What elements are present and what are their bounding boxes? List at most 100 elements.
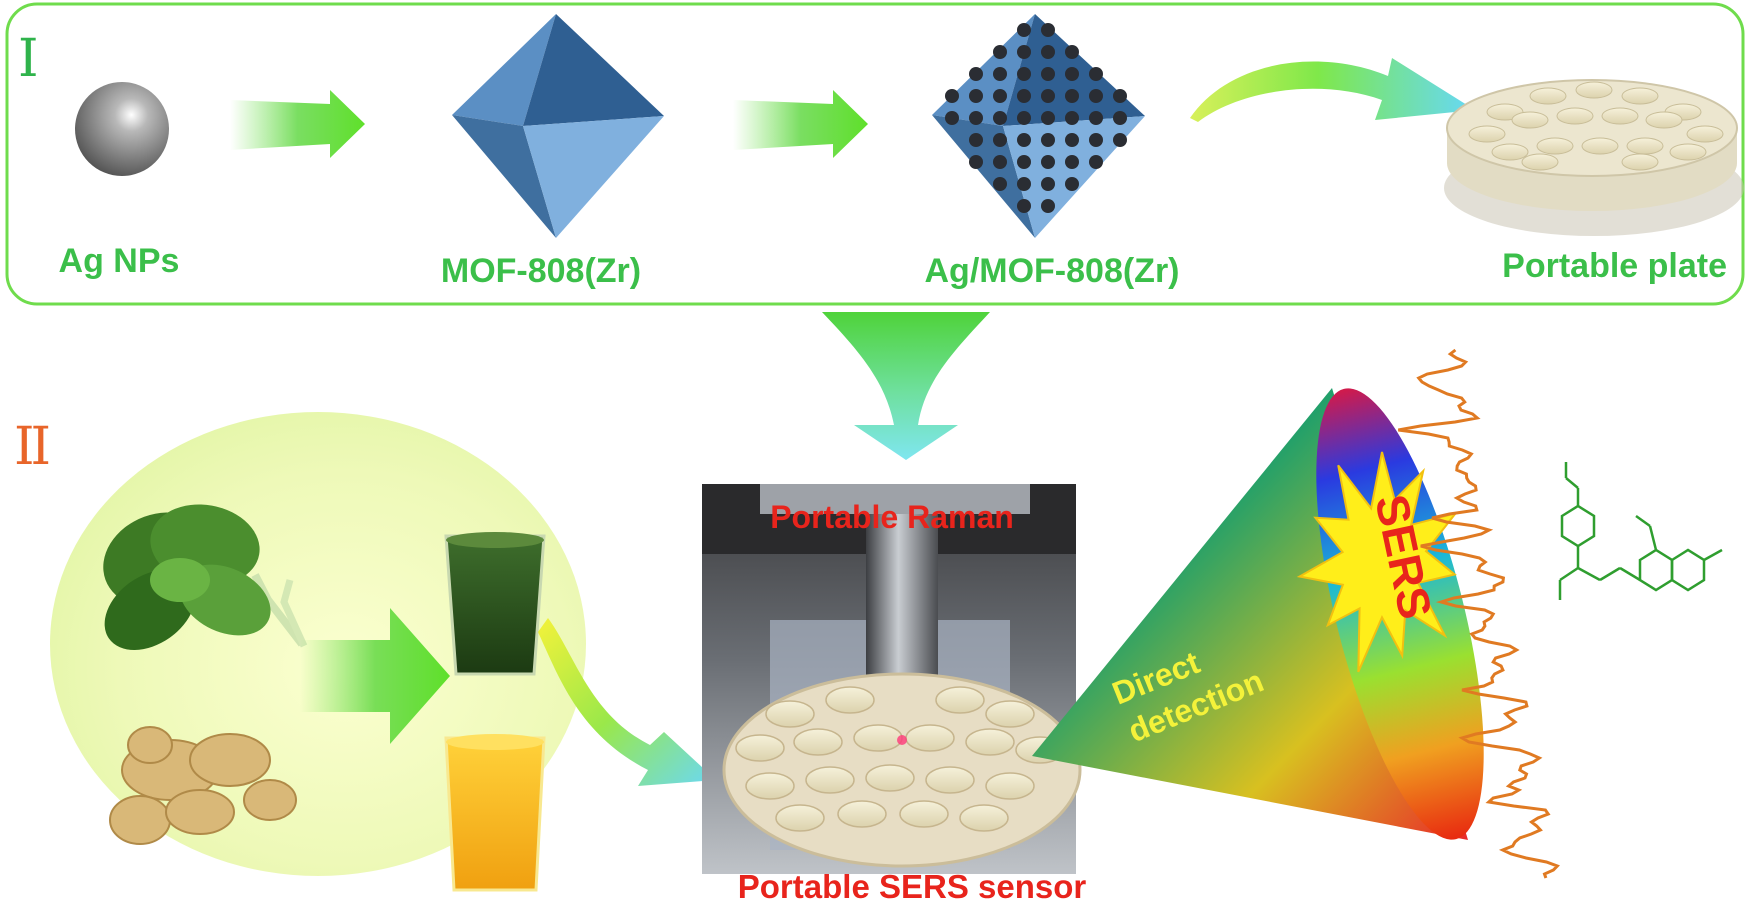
arrow-food-to-juice — [300, 608, 450, 744]
sensor-well — [965, 728, 1015, 756]
sensor-well — [793, 728, 843, 756]
silver-particle — [993, 67, 1007, 81]
plate-well — [1621, 153, 1659, 171]
silver-particle — [1065, 111, 1079, 125]
plate-well — [1529, 87, 1567, 105]
raman-spectrum — [1398, 348, 1560, 879]
portable-sers-sensor-label: Portable SERS sensor — [738, 868, 1087, 904]
sensor-well — [935, 686, 985, 714]
green-juice-glass — [444, 532, 546, 676]
composite-label: Ag/MOF-808(Zr) — [925, 252, 1180, 290]
sensor-well — [985, 772, 1035, 800]
silver-particle — [1065, 155, 1079, 169]
plate-well — [1468, 125, 1506, 143]
sensor-well — [825, 686, 875, 714]
ag-nanoparticle-sphere — [75, 82, 169, 176]
mof-label: MOF-808(Zr) — [441, 252, 641, 290]
curved-arrow-to-plate — [1190, 58, 1475, 122]
panel-one-numeral: I — [18, 29, 39, 89]
silver-particle — [1017, 133, 1031, 147]
silver-particle — [1041, 89, 1055, 103]
spinach-image — [103, 504, 308, 650]
sensor-well — [745, 772, 795, 800]
silver-particle — [969, 155, 983, 169]
silver-particle — [1041, 23, 1055, 37]
silver-particle — [1113, 111, 1127, 125]
silver-particle — [1017, 45, 1031, 59]
plate-label: Portable plate — [1502, 247, 1727, 285]
silver-particle — [1017, 177, 1031, 191]
silver-particle — [1065, 67, 1079, 81]
portable-raman-photo — [702, 484, 1082, 874]
silver-particle — [993, 177, 1007, 191]
plate-well — [1601, 107, 1639, 125]
curved-arrow-juice-to-sensor — [538, 618, 716, 786]
plate-well — [1575, 81, 1613, 99]
sensor-well — [985, 700, 1035, 728]
silver-particle — [1017, 111, 1031, 125]
sensor-well — [925, 766, 975, 794]
silver-particle — [1017, 199, 1031, 213]
silver-particle — [1041, 177, 1055, 191]
silver-particle — [993, 45, 1007, 59]
silver-particle — [945, 89, 959, 103]
sers-cone — [1032, 388, 1484, 840]
ginger-image — [109, 726, 297, 845]
silver-particle — [969, 111, 983, 125]
silver-particle — [1089, 155, 1103, 169]
silver-particle — [1113, 89, 1127, 103]
silver-particle — [1017, 89, 1031, 103]
silver-particle — [993, 89, 1007, 103]
silver-particle — [969, 133, 983, 147]
plate-well — [1581, 137, 1619, 155]
orange-juice-glass — [444, 734, 546, 892]
ag-nps-label: Ag NPs — [59, 242, 180, 280]
arrow-mof-to-composite — [733, 90, 868, 158]
sensor-well — [899, 800, 949, 828]
silver-particle — [1041, 67, 1055, 81]
plate-well — [1686, 125, 1724, 143]
silver-particle — [1089, 67, 1103, 81]
plate-well — [1645, 111, 1683, 129]
down-arrow-to-sensor — [822, 312, 990, 460]
sensor-well — [765, 700, 815, 728]
silver-particle — [1065, 45, 1079, 59]
sensor-well — [775, 804, 825, 832]
silver-particle — [1041, 111, 1055, 125]
silver-particle — [1065, 177, 1079, 191]
sensor-well — [853, 724, 903, 752]
sensor-well — [959, 804, 1009, 832]
silver-particle — [1065, 89, 1079, 103]
silver-particle — [945, 111, 959, 125]
plate-well — [1511, 111, 1549, 129]
silver-particle — [1065, 133, 1079, 147]
silver-particle — [1113, 133, 1127, 147]
ag-mof-octahedron — [932, 14, 1145, 238]
silver-particle — [1089, 111, 1103, 125]
sensor-well — [837, 800, 887, 828]
silver-particle — [993, 133, 1007, 147]
silver-particle — [969, 89, 983, 103]
silver-particle — [969, 67, 983, 81]
plate-well — [1536, 137, 1574, 155]
panel-two-numeral: II — [14, 417, 49, 477]
portable-raman-label: Portable Raman — [770, 499, 1014, 535]
silver-particle — [1041, 133, 1055, 147]
sensor-well — [865, 764, 915, 792]
silver-particle — [1017, 155, 1031, 169]
silver-particle — [993, 111, 1007, 125]
plate-well — [1621, 87, 1659, 105]
sensor-well — [735, 734, 785, 762]
silver-particle — [1041, 199, 1055, 213]
mof-octahedron — [452, 14, 664, 238]
plate-well — [1491, 143, 1529, 161]
analyte-molecule — [1558, 462, 1723, 600]
silver-particle — [1089, 133, 1103, 147]
silver-particle — [1041, 155, 1055, 169]
panel-one-frame — [5, 2, 1745, 306]
sensor-well — [805, 766, 855, 794]
portable-plate — [1444, 79, 1744, 236]
plate-well — [1521, 153, 1559, 171]
silver-particle — [993, 155, 1007, 169]
